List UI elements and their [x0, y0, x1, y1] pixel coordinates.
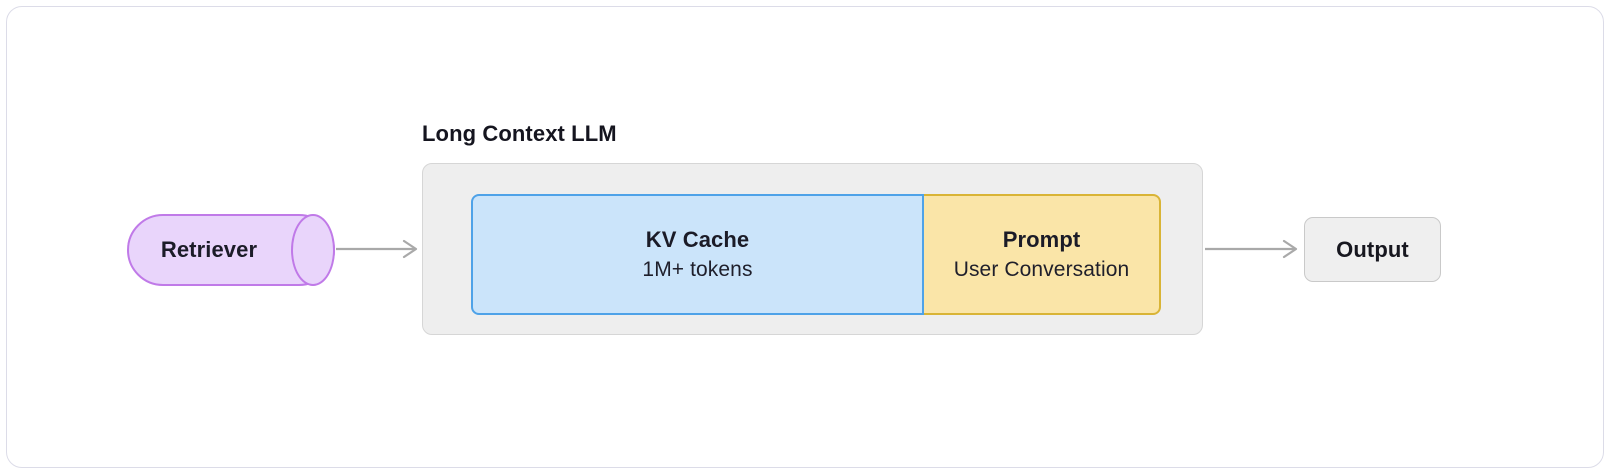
- cylinder-cap-icon: [291, 214, 335, 286]
- kv-cache-subtitle: 1M+ tokens: [642, 258, 753, 282]
- node-llm-container[interactable]: KV Cache 1M+ tokens Prompt User Conversa…: [422, 163, 1203, 335]
- node-output[interactable]: Output: [1304, 217, 1441, 282]
- llm-group-label: Long Context LLM: [422, 121, 617, 146]
- prompt-title: Prompt: [1002, 226, 1081, 252]
- llm-context-row: KV Cache 1M+ tokens Prompt User Conversa…: [471, 194, 1161, 315]
- node-kv-cache[interactable]: KV Cache 1M+ tokens: [471, 194, 924, 315]
- arrow-retriever-to-llm: [336, 237, 422, 261]
- kv-cache-title: KV Cache: [645, 226, 750, 252]
- arrow-llm-to-output: [1205, 237, 1304, 261]
- node-retriever[interactable]: Retriever: [127, 214, 335, 286]
- node-prompt[interactable]: Prompt User Conversation: [924, 194, 1161, 315]
- node-retriever-label: Retriever: [160, 237, 258, 262]
- prompt-subtitle: User Conversation: [953, 258, 1130, 282]
